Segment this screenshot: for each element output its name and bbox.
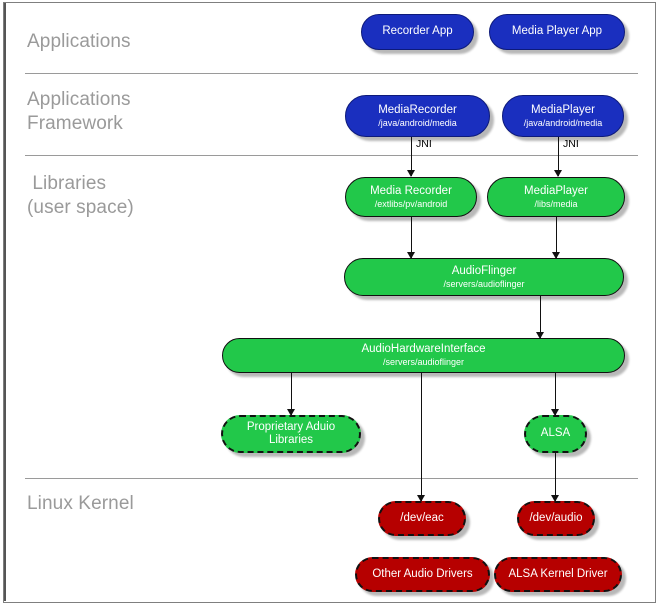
node-media-recorder-framework-title: MediaRecorder	[378, 103, 457, 116]
edge-alsa-to-dev-audio-arrow	[551, 495, 559, 502]
node-alsa-kernel-driver-title: ALSA Kernel Driver	[508, 567, 608, 580]
edge-mediaplayer-jni	[558, 137, 559, 176]
node-dev-eac-title: /dev/eac	[400, 511, 444, 524]
edge-audioflinger-to-audiohw	[540, 296, 541, 338]
node-other-audio-drivers[interactable]: Other Audio Drivers	[355, 557, 490, 592]
node-recorder-app-title: Recorder App	[382, 25, 453, 38]
edge-audiohw-to-dev-eac	[421, 373, 422, 501]
node-media-player-framework-title: MediaPlayer	[531, 103, 595, 116]
node-media-recorder-library-title: Media Recorder	[370, 184, 452, 197]
node-media-recorder-library-path: /extlibs/pv/android	[374, 198, 448, 209]
divider-applications	[25, 73, 638, 74]
edge-audiohw-to-proprietary	[291, 373, 292, 415]
node-media-recorder-framework-path: /java/android/media	[378, 117, 457, 128]
node-media-player-app-title: Media Player App	[511, 25, 603, 38]
node-proprietary-audio-libraries[interactable]: Proprietary Aduio Libraries	[221, 415, 361, 453]
edge-mediaplayer-to-audioflinger-arrow	[552, 252, 560, 259]
edge-audiohw-to-alsa-arrow	[551, 409, 559, 416]
node-audio-flinger-title: AudioFlinger	[451, 264, 517, 277]
node-proprietary-audio-libraries-line2: Libraries	[268, 434, 314, 446]
node-media-player-app[interactable]: Media Player App	[489, 14, 625, 50]
edge-mediarecorder-to-audioflinger-arrow	[407, 252, 415, 259]
node-media-player-framework[interactable]: MediaPlayer /java/android/media	[502, 95, 624, 137]
node-audio-hardware-interface-path: /servers/audioflinger	[382, 357, 465, 368]
node-alsa-kernel-driver[interactable]: ALSA Kernel Driver	[494, 557, 622, 592]
edge-mediarecorder-jni-arrow	[407, 170, 415, 177]
layer-label-linux-kernel: Linux Kernel	[27, 493, 134, 514]
node-other-audio-drivers-title: Other Audio Drivers	[372, 567, 473, 580]
edge-audioflinger-to-audiohw-arrow	[536, 332, 544, 339]
node-media-recorder-framework[interactable]: MediaRecorder /java/android/media	[345, 95, 490, 137]
node-audio-flinger[interactable]: AudioFlinger /servers/audioflinger	[344, 258, 624, 296]
edge-label-jni-right: JNI	[563, 138, 579, 150]
edge-audiohw-to-dev-eac-arrow	[417, 495, 425, 502]
node-audio-hardware-interface[interactable]: AudioHardwareInterface /servers/audiofli…	[222, 338, 625, 373]
node-dev-audio[interactable]: /dev/audio	[517, 501, 595, 536]
node-alsa[interactable]: ALSA	[524, 415, 587, 453]
divider-linux-kernel	[25, 478, 638, 479]
node-proprietary-audio-libraries-title: Proprietary Aduio	[246, 420, 336, 433]
edge-audiohw-to-proprietary-arrow	[287, 409, 295, 416]
layer-label-applications: Applications	[27, 31, 131, 52]
edge-mediarecorder-to-audioflinger	[411, 217, 412, 258]
node-media-player-framework-path: /java/android/media	[523, 117, 603, 128]
edge-label-jni-left: JNI	[416, 138, 432, 150]
node-media-player-library-path: /libs/media	[534, 198, 578, 209]
node-dev-eac[interactable]: /dev/eac	[378, 501, 466, 536]
edge-mediaplayer-jni-arrow	[554, 170, 562, 177]
node-recorder-app[interactable]: Recorder App	[361, 14, 474, 50]
edge-mediarecorder-jni	[411, 137, 412, 176]
node-alsa-title: ALSA	[540, 427, 571, 440]
node-media-recorder-library[interactable]: Media Recorder /extlibs/pv/android	[345, 177, 477, 217]
edge-alsa-to-dev-audio	[555, 453, 556, 501]
layer-label-libraries: Libraries (user space)	[27, 173, 134, 218]
node-audio-hardware-interface-title: AudioHardwareInterface	[361, 343, 486, 356]
node-media-player-library[interactable]: MediaPlayer /libs/media	[487, 177, 625, 217]
edge-audiohw-to-alsa	[555, 373, 556, 415]
node-audio-flinger-path: /servers/audioflinger	[443, 278, 525, 289]
layer-label-applications-framework: Applications Framework	[27, 89, 131, 134]
divider-framework	[25, 155, 638, 156]
node-media-player-library-title: MediaPlayer	[524, 184, 588, 197]
node-dev-audio-title: /dev/audio	[529, 511, 583, 524]
edge-mediaplayer-to-audioflinger	[556, 217, 557, 258]
